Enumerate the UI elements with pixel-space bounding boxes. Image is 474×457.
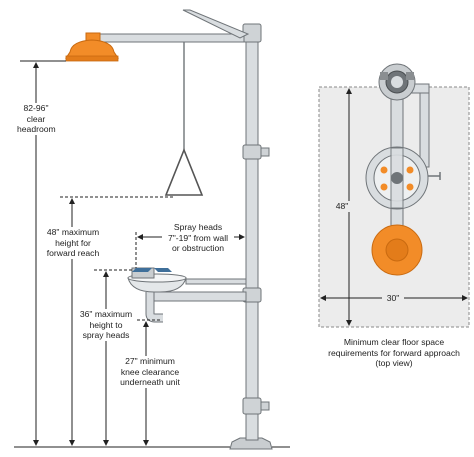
depth-dim-label: 48" xyxy=(333,201,351,212)
brace xyxy=(182,9,250,39)
pull-handle-icon xyxy=(164,147,204,196)
forward-reach-label: 48" maximum height for forward reach xyxy=(42,227,104,259)
pipe-fitting xyxy=(260,147,270,157)
shower-head-top-icon xyxy=(371,224,423,276)
main-pipe xyxy=(245,37,259,441)
floor-flange xyxy=(229,437,273,450)
pipe-fitting xyxy=(260,401,270,411)
knee-clearance-label: 27" minimum knee clearance underneath un… xyxy=(118,356,182,388)
top-view xyxy=(318,63,470,328)
top-fitting-icon xyxy=(378,63,416,101)
spray-heads-label: Spray heads 7"-19" from wall or obstruct… xyxy=(162,222,234,254)
pipe-fitting xyxy=(242,144,262,160)
floor-space-caption: Minimum clear floor space requirements f… xyxy=(328,337,460,368)
eyewash-top-icon xyxy=(365,146,429,210)
pipe-fitting xyxy=(242,397,262,415)
shower-head-icon xyxy=(65,32,119,62)
eyewash-bowl-icon xyxy=(127,267,247,323)
width-dim-label: 30" xyxy=(382,293,404,304)
shower-arm xyxy=(95,33,245,43)
shower-unit-side-view xyxy=(65,9,273,450)
spray-height-label: 36" maximum height to spray heads xyxy=(77,309,135,341)
top-pipe xyxy=(419,92,430,168)
headroom-label: 82-96" clear headroom xyxy=(17,103,56,135)
